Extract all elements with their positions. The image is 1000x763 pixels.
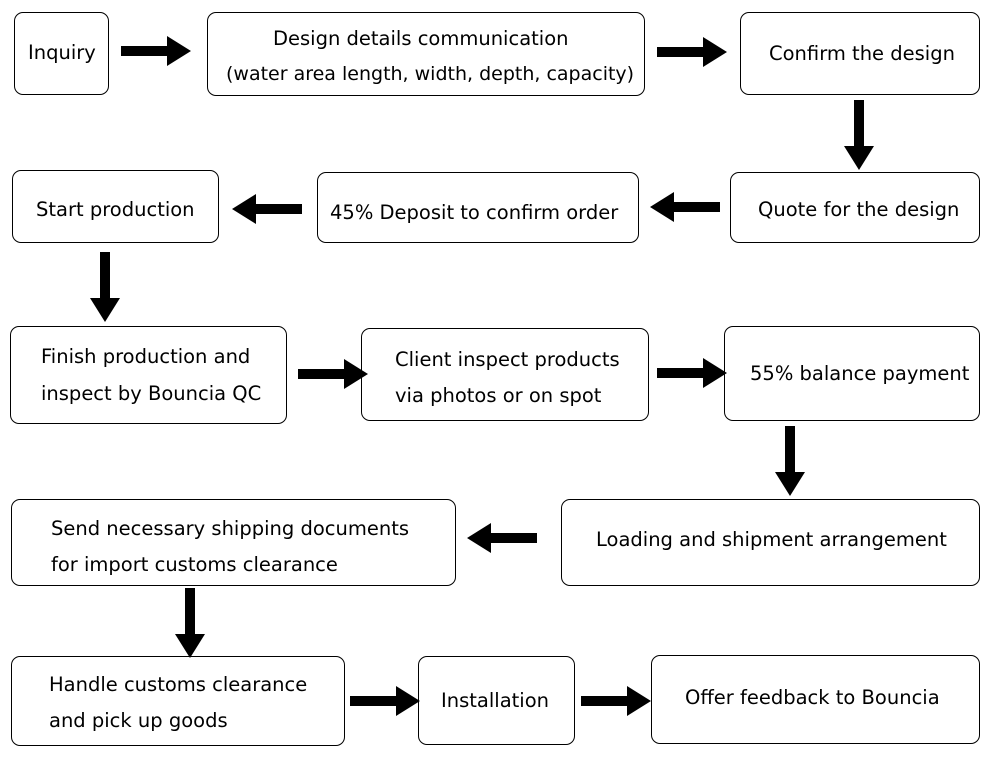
step-design-details: Design details communication (water area…	[207, 12, 645, 96]
step-label: Handle customs clearance	[49, 673, 308, 696]
step-loading-shipment: Loading and shipment arrangement	[561, 499, 980, 586]
step-label: Installation	[441, 689, 550, 712]
step-confirm-design: Confirm the design	[740, 12, 980, 95]
step-feedback: Offer feedback to Bouncia	[651, 655, 980, 744]
arrow-left-icon	[650, 192, 720, 222]
step-label: Confirm the design	[769, 42, 955, 65]
arrow-left-icon	[232, 194, 302, 224]
step-label: Start production	[36, 198, 195, 221]
step-label: Finish production and	[41, 345, 251, 368]
step-label: Design details communication	[273, 27, 569, 50]
step-label: Quote for the design	[758, 198, 960, 221]
arrow-down-icon	[775, 426, 805, 496]
step-label: 45% Deposit to confirm order	[330, 201, 619, 224]
step-label-detail: (water area length, width, depth, capaci…	[226, 63, 635, 85]
step-deposit: 45% Deposit to confirm order	[317, 172, 639, 243]
step-label: for import customs clearance	[51, 553, 338, 576]
arrow-right-icon	[657, 358, 727, 388]
arrow-right-icon	[350, 686, 420, 716]
step-inquiry: Inquiry	[14, 12, 109, 95]
step-installation: Installation	[418, 656, 575, 745]
step-client-inspect: Client inspect products via photos or on…	[361, 328, 649, 421]
arrow-left-icon	[467, 523, 537, 553]
arrow-right-icon	[581, 686, 651, 716]
step-label: 55% balance payment	[750, 362, 970, 385]
step-label: Send necessary shipping documents	[51, 517, 409, 540]
step-label: Offer feedback to Bouncia	[685, 686, 940, 709]
step-label: Client inspect products	[395, 348, 620, 371]
step-label: Loading and shipment arrangement	[596, 528, 947, 551]
arrow-right-icon	[298, 359, 368, 389]
step-label: inspect by Bouncia QC	[41, 382, 262, 405]
arrow-down-icon	[90, 252, 120, 322]
step-balance-payment: 55% balance payment	[724, 326, 980, 421]
step-shipping-documents: Send necessary shipping documents for im…	[11, 499, 456, 586]
step-label: and pick up goods	[49, 709, 228, 732]
arrow-right-icon	[657, 37, 727, 67]
step-quote-design: Quote for the design	[730, 172, 980, 243]
step-finish-production: Finish production and inspect by Bouncia…	[10, 326, 287, 424]
step-customs-clearance: Handle customs clearance and pick up goo…	[11, 656, 345, 746]
arrow-down-icon	[844, 100, 874, 170]
step-start-production: Start production	[12, 170, 219, 243]
step-label: via photos or on spot	[395, 384, 602, 407]
step-label: Inquiry	[28, 41, 96, 64]
arrow-down-icon	[175, 588, 205, 658]
arrow-right-icon	[121, 36, 191, 66]
